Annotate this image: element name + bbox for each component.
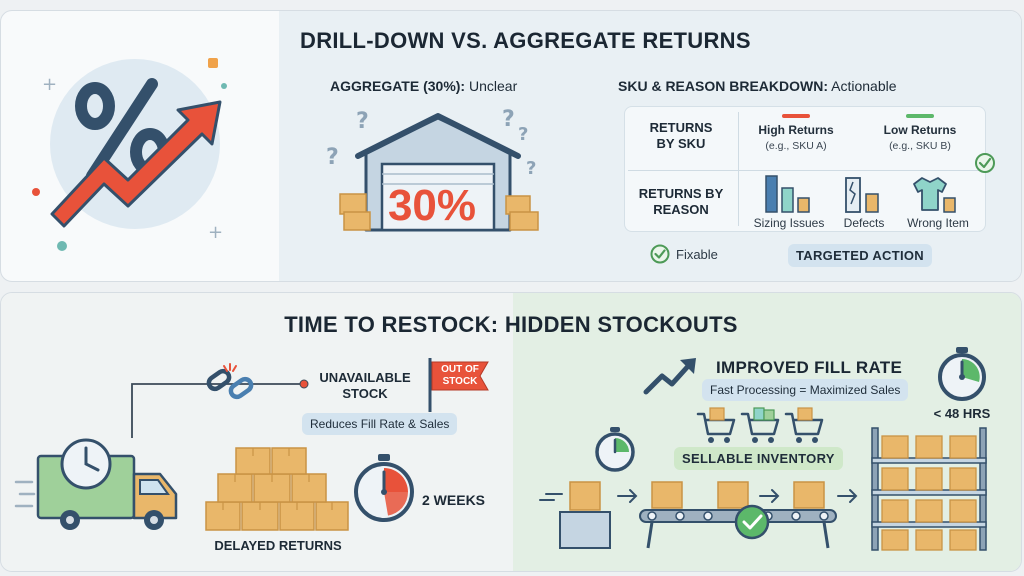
out-of-stock-flag-icon: [428, 358, 489, 412]
process-stopwatch-icon: [595, 427, 635, 472]
box-icon: [343, 211, 371, 231]
two-weeks-label: 2 WEEKS: [422, 492, 486, 508]
low-returns-indicator: [906, 114, 934, 118]
fixable-check-icon: [650, 244, 670, 264]
returns-by-sku-label: RETURNS BY SKU: [649, 120, 713, 151]
defect-icon: [845, 177, 879, 213]
reason-wrong-label: Wrong Item: [907, 216, 969, 230]
stopwatch-icon: [354, 454, 414, 522]
question-mark-icon: ?: [356, 109, 369, 134]
reduces-fill-rate-badge: Reduces Fill Rate & Sales: [302, 413, 458, 435]
sparkle-dot-icon: [221, 83, 227, 89]
question-mark-icon: ?: [502, 107, 515, 132]
fixable-label: Fixable: [676, 247, 718, 262]
breakdown-status: Actionable: [831, 78, 897, 94]
box-icon: [509, 211, 539, 231]
trend-up-icon: [643, 358, 696, 395]
reason-defects-label: Defects: [843, 216, 885, 230]
sparkle-square-icon: [208, 58, 218, 68]
percent-growth-illustration: + +: [32, 58, 227, 251]
reason-sizing-label: Sizing Issues: [753, 216, 825, 230]
warehouse-roof: [355, 113, 521, 159]
aggregate-label: AGGREGATE (30%):: [330, 78, 466, 94]
improved-fill-rate-title: IMPROVED FILL RATE: [716, 358, 903, 377]
aggregate-status: Unclear: [468, 78, 518, 94]
broken-link-icon: [206, 363, 254, 400]
inventory-shelf-illustration: [871, 427, 987, 551]
breakdown-col-divider: [738, 112, 739, 226]
sellable-inventory-badge: SELLABLE INVENTORY: [674, 447, 843, 470]
aggregate-heading: AGGREGATE (30%): Unclear: [330, 78, 517, 94]
delayed-box-pile: [205, 447, 349, 531]
shopping-carts-icon: [696, 407, 824, 443]
question-mark-icon: ?: [326, 145, 339, 170]
warehouse-illustration: ? ? ? ? ?: [326, 107, 539, 232]
delivery-truck-illustration: [14, 438, 178, 530]
under-48-hrs-label: < 48 HRS: [933, 406, 991, 421]
sizing-bars-icon: [765, 175, 810, 213]
top-title: DRILL-DOWN VS. AGGREGATE RETURNS: [300, 28, 751, 53]
warehouse-door: [380, 162, 496, 232]
breakdown-heading: SKU & REASON BREAKDOWN: Actionable: [618, 78, 897, 94]
high-returns-example: (e.g., SKU A): [765, 140, 827, 152]
sparkle-dot-icon: [32, 188, 40, 196]
question-mark-icon: ?: [526, 158, 536, 179]
warehouse-percent: 30%: [387, 181, 477, 230]
sparkle-dot-icon: [57, 241, 67, 251]
shirt-icon: [913, 177, 956, 213]
sparkle-plus-icon: +: [208, 222, 223, 243]
fast-stopwatch-icon: [938, 347, 986, 401]
growth-arrow-icon: [50, 100, 222, 228]
out-of-stock-label: OUT OF STOCK: [441, 364, 479, 387]
bottom-title: TIME TO RESTOCK: HIDDEN STOCKOUTS: [284, 312, 738, 337]
low-returns-label: Low Returns: [883, 123, 957, 137]
breakdown-row-divider: [628, 170, 982, 171]
fast-processing-badge: Fast Processing = Maximized Sales: [702, 379, 909, 401]
unavailable-stock-label: UNAVAILABLE STOCK: [319, 370, 411, 401]
delayed-returns-label: DELAYED RETURNS: [214, 538, 342, 553]
breakdown-label: SKU & REASON BREAKDOWN:: [618, 78, 828, 94]
low-returns-example: (e.g., SKU B): [889, 140, 951, 152]
box-icon: [339, 193, 367, 215]
high-returns-indicator: [782, 114, 810, 118]
sparkle-plus-icon: +: [42, 74, 57, 95]
returns-by-reason-label: RETURNS BY REASON: [638, 186, 724, 217]
stockout-connector: [131, 379, 309, 438]
targeted-action-badge: TARGETED ACTION: [788, 244, 932, 267]
conveyor-illustration: [539, 481, 858, 549]
question-mark-icon: ?: [518, 124, 528, 145]
high-returns-label: High Returns: [758, 123, 834, 137]
check-circle-icon: [975, 153, 995, 173]
